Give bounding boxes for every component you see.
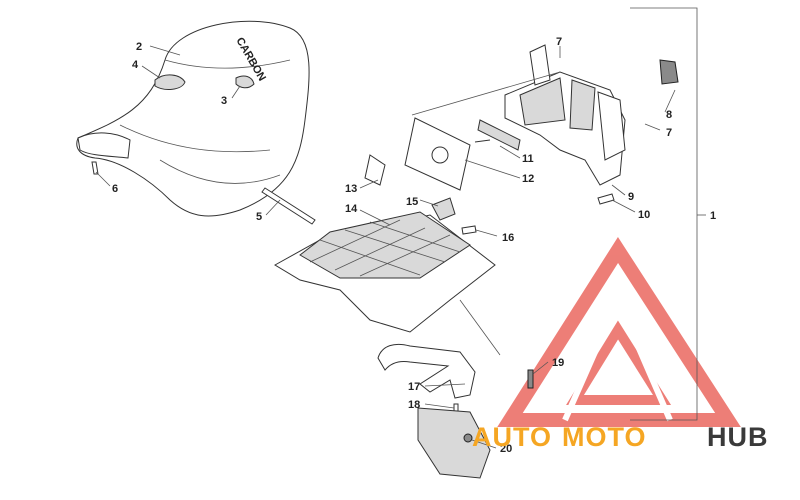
assembly-bracket <box>630 7 706 421</box>
seat-screw <box>91 161 99 175</box>
bolt <box>461 225 477 235</box>
callout-1: 1 <box>710 210 716 222</box>
screw-small <box>527 369 534 389</box>
callout-7-top: 7 <box>556 36 562 48</box>
latch-cover <box>154 74 186 90</box>
callout-17: 17 <box>408 381 420 393</box>
mount-plate <box>364 117 471 191</box>
callout-labels: 1 2 3 4 5 6 7 7 8 9 10 11 12 13 14 15 16… <box>112 36 716 455</box>
watermark-word-2: MOTO <box>562 422 647 452</box>
spring <box>474 139 491 143</box>
callout-8: 8 <box>666 109 672 121</box>
callout-2: 2 <box>136 41 142 53</box>
watermark-word-1: AUTO <box>472 422 552 452</box>
rear-bracket-assembly <box>504 44 626 186</box>
pad <box>477 119 521 151</box>
callout-13: 13 <box>345 183 357 195</box>
callout-12: 12 <box>522 173 534 185</box>
callout-7-right: 7 <box>666 127 672 139</box>
watermark-logo <box>497 237 741 427</box>
latch-pin <box>431 197 456 221</box>
callout-20: 20 <box>500 443 512 455</box>
grab-bar <box>377 343 476 399</box>
seat-strap <box>261 187 316 225</box>
reflector <box>659 59 679 85</box>
watermark-text: AUTO MOTO HUB <box>472 422 769 452</box>
callout-16: 16 <box>502 232 514 244</box>
callout-5: 5 <box>256 211 262 223</box>
callout-15: 15 <box>406 196 418 208</box>
seat-base <box>274 211 496 333</box>
callout-4: 4 <box>132 59 139 71</box>
callout-9: 9 <box>628 191 634 203</box>
callout-10: 10 <box>638 209 650 221</box>
nut <box>463 433 473 443</box>
callout-11: 11 <box>522 153 534 165</box>
callout-19: 19 <box>552 357 564 369</box>
callout-18: 18 <box>408 399 420 411</box>
mount-pad <box>417 407 491 479</box>
latch-button <box>235 75 255 89</box>
seat: CARBON <box>76 20 310 217</box>
callout-6: 6 <box>112 183 118 195</box>
callout-14: 14 <box>345 203 358 215</box>
watermark-word-3: HUB <box>707 422 769 452</box>
callout-3: 3 <box>221 95 227 107</box>
leader-lines <box>95 45 676 449</box>
clip <box>597 193 615 205</box>
